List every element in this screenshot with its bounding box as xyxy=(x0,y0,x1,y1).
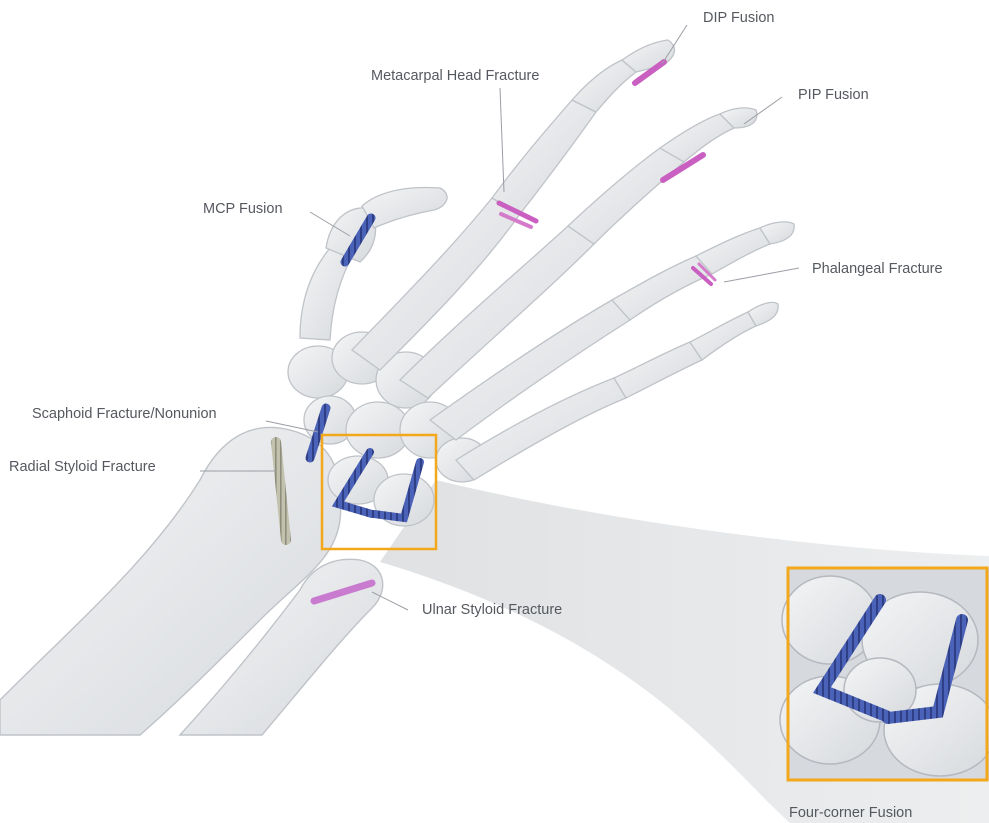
label-four-corner-fusion: Four-corner Fusion xyxy=(789,806,912,821)
label-radial-styloid-fracture: Radial Styloid Fracture xyxy=(9,460,156,475)
label-dip-fusion: DIP Fusion xyxy=(703,11,774,26)
label-phalangeal-fracture: Phalangeal Fracture xyxy=(812,262,943,277)
label-scaphoid-fracture: Scaphoid Fracture/Nonunion xyxy=(32,407,217,422)
four-corner-zoom-inset xyxy=(780,568,989,780)
label-mcp-fusion: MCP Fusion xyxy=(203,202,283,217)
label-pip-fusion: PIP Fusion xyxy=(798,88,869,103)
label-metacarpal-head-fracture: Metacarpal Head Fracture xyxy=(371,69,539,84)
label-ulnar-styloid-fracture: Ulnar Styloid Fracture xyxy=(422,603,562,618)
leader-metacarpal-head xyxy=(500,88,504,192)
leader-phalangeal xyxy=(724,268,799,282)
